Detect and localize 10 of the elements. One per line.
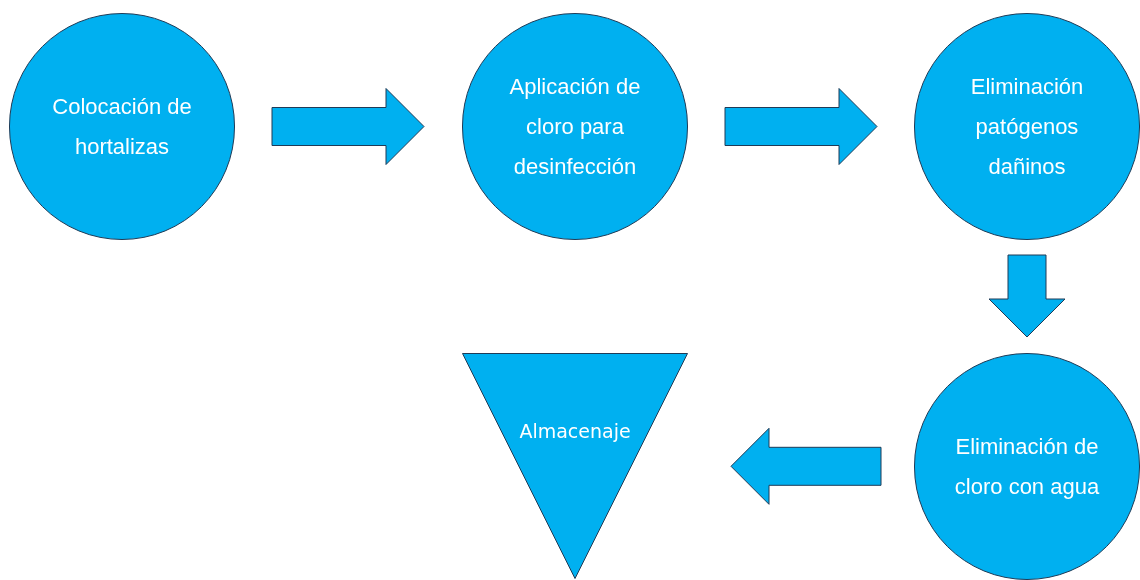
block-arrow [730, 427, 882, 505]
triangle-shape [462, 353, 688, 579]
node-label: Colocación de hortalizas [51, 92, 193, 161]
block-arrow [724, 88, 878, 165]
node-label: Eliminación de cloro con agua [953, 432, 1101, 501]
block-arrow [988, 254, 1066, 338]
block-arrow [271, 88, 425, 165]
node-label: Almacenaje [519, 419, 631, 444]
node-label: Aplicación de cloro para desinfección [508, 72, 642, 181]
node-label: Eliminación patógenos dañinos [969, 72, 1085, 181]
